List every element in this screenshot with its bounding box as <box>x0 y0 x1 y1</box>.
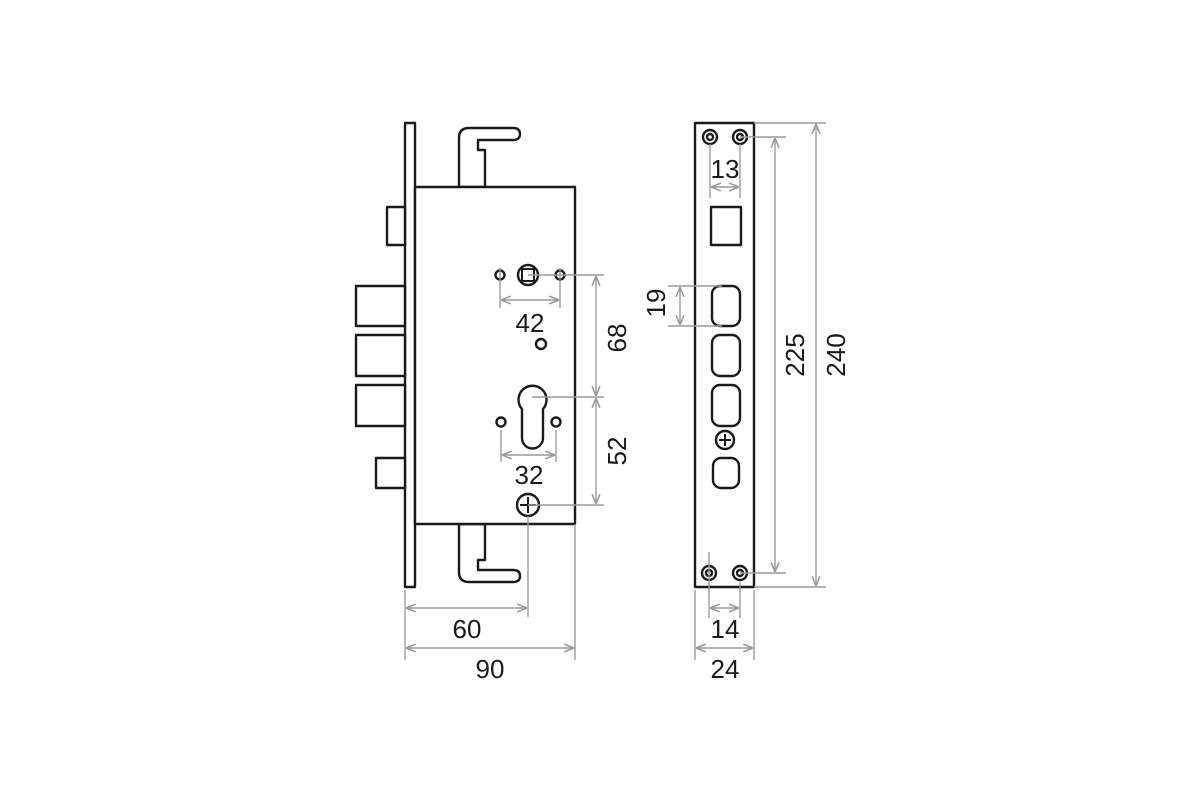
front-view-dimensions: 13 19 225 240 14 24 <box>641 122 851 684</box>
top-hook <box>457 126 522 189</box>
dim-label-42: 42 <box>516 308 545 338</box>
dim-label-32: 32 <box>515 460 544 490</box>
deadbolt-3 <box>354 383 407 428</box>
dim-label-90: 90 <box>476 654 505 684</box>
small-bolt-top <box>385 205 407 247</box>
bolt-slot-4 <box>711 456 741 490</box>
dim-label-13: 13 <box>711 154 740 184</box>
deadbolt-2 <box>354 333 407 378</box>
lock-case <box>413 185 577 526</box>
side-view-dimensions: 42 32 68 52 60 90 <box>404 268 632 684</box>
bolt-slot-3 <box>710 383 742 428</box>
dim-label-60: 60 <box>453 614 482 644</box>
square-latch <box>709 205 743 247</box>
dim-label-225: 225 <box>780 333 810 376</box>
small-bolt-bottom <box>374 456 407 490</box>
dim-label-24: 24 <box>711 654 740 684</box>
cylinder-mount-hole-left <box>495 416 507 428</box>
cylinder-mount-hole-right <box>550 416 562 428</box>
dim-label-240: 240 <box>821 333 851 376</box>
deadbolt-1 <box>354 284 407 328</box>
center-screw-cross <box>719 434 731 446</box>
bolt-slot-2 <box>710 333 742 378</box>
cylinder-cutout <box>517 384 548 450</box>
small-hole <box>534 337 548 351</box>
lock-side-view <box>354 121 577 589</box>
dim-label-19: 19 <box>641 289 671 318</box>
bottom-hook <box>457 522 522 584</box>
dim-label-14: 14 <box>711 614 740 644</box>
side-faceplate <box>403 121 417 589</box>
dim-label-52: 52 <box>602 437 632 466</box>
lock-front-view <box>693 121 756 589</box>
dim-label-68: 68 <box>602 324 632 353</box>
top-screw-left-inner <box>705 132 715 142</box>
bolt-slot-1 <box>710 284 742 328</box>
